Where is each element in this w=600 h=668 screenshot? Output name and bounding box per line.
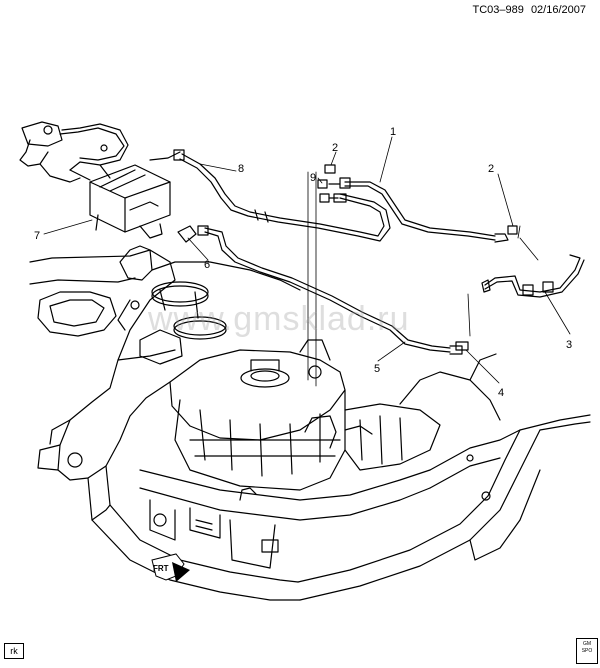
connector-6 [177,225,197,243]
callout-1: 1 [390,126,396,138]
corner-tag: rk [4,643,24,659]
callout-labels: 1 2 2 3 4 5 6 7 8 9 [34,126,572,399]
vapor-pipe-8 [173,149,391,242]
front-arrow-label: FRT [153,564,169,573]
drawing-date: 02/16/2007 [530,4,586,16]
frame-right-rail [297,414,591,601]
callout-8: 8 [238,163,244,175]
callout-9: 9 [310,172,316,184]
connector-2-right [507,225,518,235]
canister-vent-valve [19,121,181,183]
frame-cross-member [139,469,431,569]
watermark: www.gmsklad.ru [148,300,410,338]
vapor-pipe-3 [481,254,585,298]
callout-5: 5 [374,363,380,375]
vent-pipe-1 [339,177,509,243]
fuel-tank [169,339,441,491]
callout-6: 6 [204,259,210,271]
connector-9 [317,179,341,203]
callout-4: 4 [498,387,504,399]
logo-line-2: SPO [581,648,593,654]
reference-lines [307,171,317,387]
gm-spo-logo: GM SPO [576,638,598,664]
evap-canister [89,164,171,239]
callout-2-right: 2 [488,163,494,175]
rear-frame [117,245,501,421]
connector-2-center [324,164,336,174]
connector-4 [455,341,469,351]
callout-7: 7 [34,230,40,242]
logo-line-1: GM [582,641,592,647]
drawing-code: TC03–989 [472,4,524,16]
frame-left-rail [29,249,301,601]
drawing-header: TC03–989 02/16/2007 [469,4,587,16]
front-arrow: FRT [151,553,190,582]
leader-lines [43,136,571,384]
callout-2-center: 2 [332,142,338,154]
callout-3: 3 [566,339,572,351]
